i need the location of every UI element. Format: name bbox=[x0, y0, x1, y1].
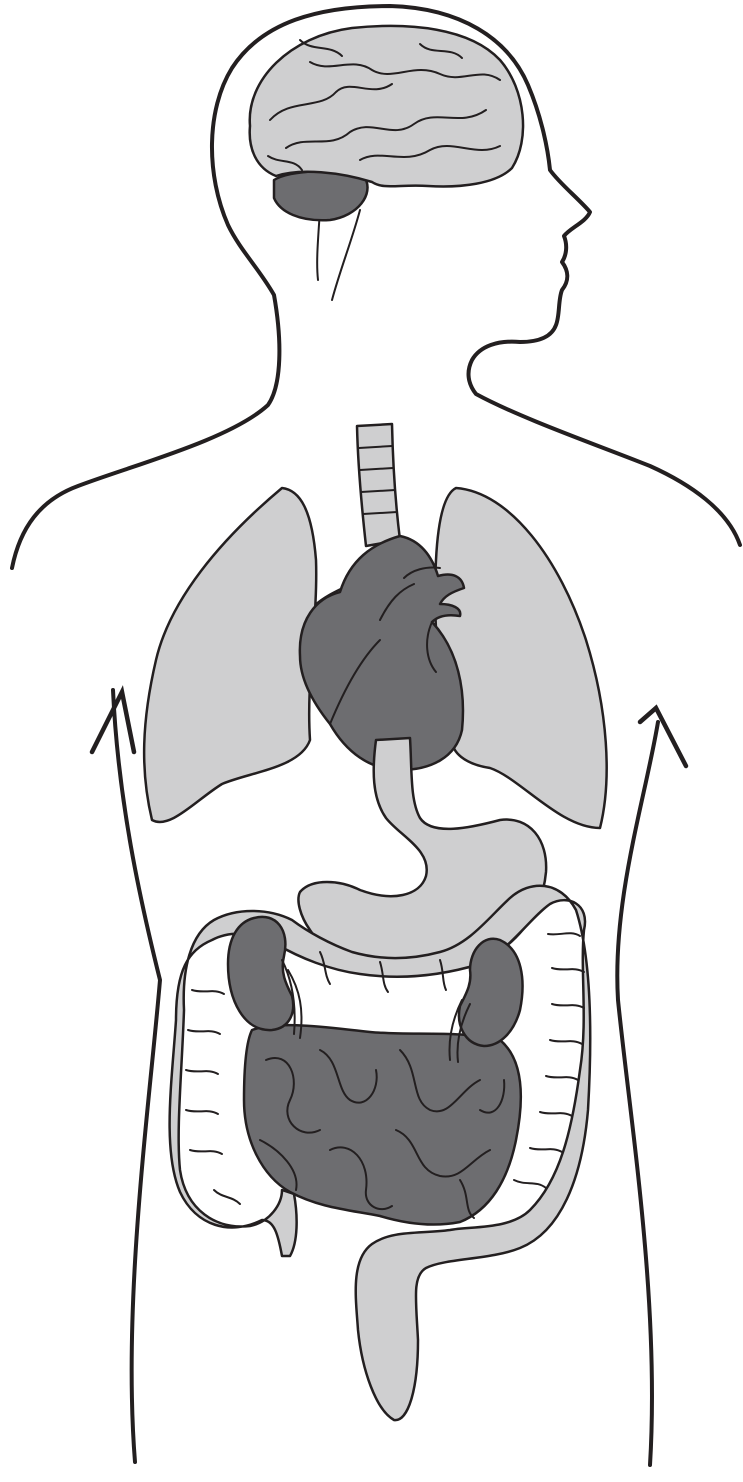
colon-fold bbox=[540, 1112, 572, 1116]
cerebellum bbox=[274, 171, 368, 220]
right-kidney bbox=[228, 917, 293, 1030]
colon-fold bbox=[530, 1148, 562, 1152]
brain bbox=[250, 26, 523, 300]
colon-fold bbox=[188, 1030, 220, 1034]
right-lung bbox=[144, 488, 316, 822]
left-lung bbox=[435, 488, 607, 828]
colon-fold bbox=[552, 1004, 584, 1008]
colon-fold bbox=[186, 1070, 218, 1074]
colon-fold bbox=[514, 1180, 546, 1188]
right-up-arrow bbox=[640, 708, 686, 766]
colon-fold bbox=[548, 933, 580, 936]
colon-fold bbox=[186, 1110, 218, 1114]
colon-fold bbox=[550, 1040, 582, 1044]
colon-fold bbox=[192, 990, 224, 994]
right-side-outline bbox=[617, 722, 658, 1465]
colon-fold bbox=[552, 968, 584, 972]
spinal-cord bbox=[332, 210, 360, 300]
trachea-tube bbox=[357, 424, 400, 546]
colon-fold bbox=[546, 1076, 578, 1080]
colon-fold bbox=[190, 1150, 222, 1154]
colon-fold bbox=[214, 1190, 240, 1204]
